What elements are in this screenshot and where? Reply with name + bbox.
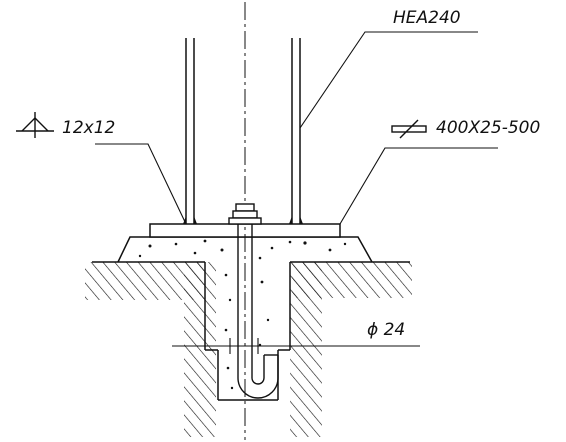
label-weld: 12x12 [62, 118, 116, 138]
label-bolt: ϕ 24 [367, 320, 406, 340]
fillet-welds [183, 216, 303, 224]
fillet-weld-symbol-icon [16, 112, 54, 138]
leader-lines [95, 31, 498, 354]
column-hea240 [185, 38, 301, 224]
concrete-aggregate [138, 239, 347, 390]
label-profile: HEA240 [393, 8, 461, 28]
anchor-bolt [228, 203, 279, 399]
label-plate: 400X25-500 [436, 118, 541, 138]
plate-symbol-icon [391, 119, 427, 139]
